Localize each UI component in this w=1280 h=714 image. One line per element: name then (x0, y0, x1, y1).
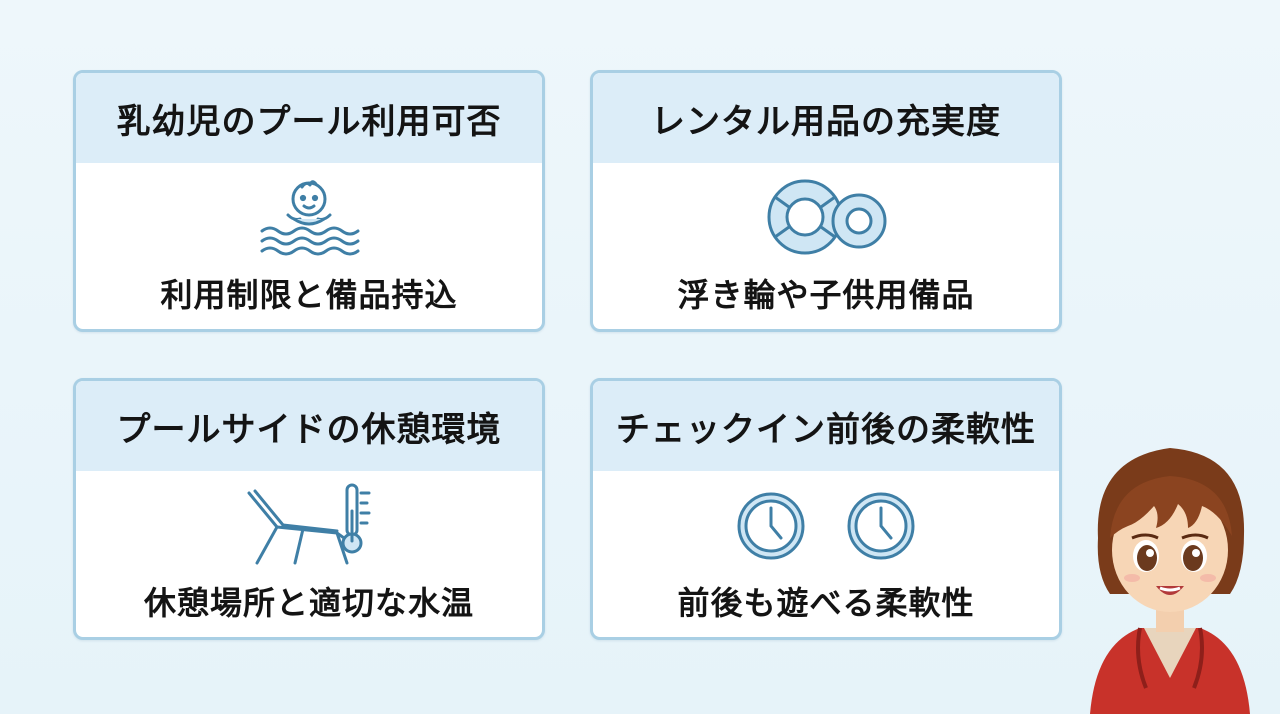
card-infant-pool-use: 乳幼児のプール利用可否 利用制限と備品持込 (73, 70, 545, 332)
card-checkin-flexibility: チェックイン前後の柔軟性 前後も遊べる柔軟性 (590, 378, 1062, 640)
card-title: レンタル用品の充実度 (593, 73, 1059, 163)
card-poolside-rest: プールサイドの休憩環境 休憩場所と適切な水温 (73, 378, 545, 640)
card-subtitle: 前後も遊べる柔軟性 (677, 584, 975, 622)
character-avatar (1090, 448, 1250, 714)
card-title: プールサイドの休憩環境 (76, 381, 542, 471)
card-subtitle: 利用制限と備品持込 (160, 276, 458, 314)
swim-ring-icon (767, 179, 887, 255)
card-title: 乳幼児のプール利用可否 (76, 73, 542, 163)
lounge-chair-thermometer-icon (247, 483, 371, 565)
card-subtitle: 浮き輪や子供用備品 (677, 276, 975, 314)
card-title: チェックイン前後の柔軟性 (593, 381, 1059, 471)
clocks-icon (737, 492, 915, 560)
card-rental-goods: レンタル用品の充実度 浮き輪や子供用備品 (590, 70, 1062, 332)
card-subtitle: 休憩場所と適切な水温 (143, 584, 474, 622)
baby-swimming-icon (260, 180, 360, 256)
